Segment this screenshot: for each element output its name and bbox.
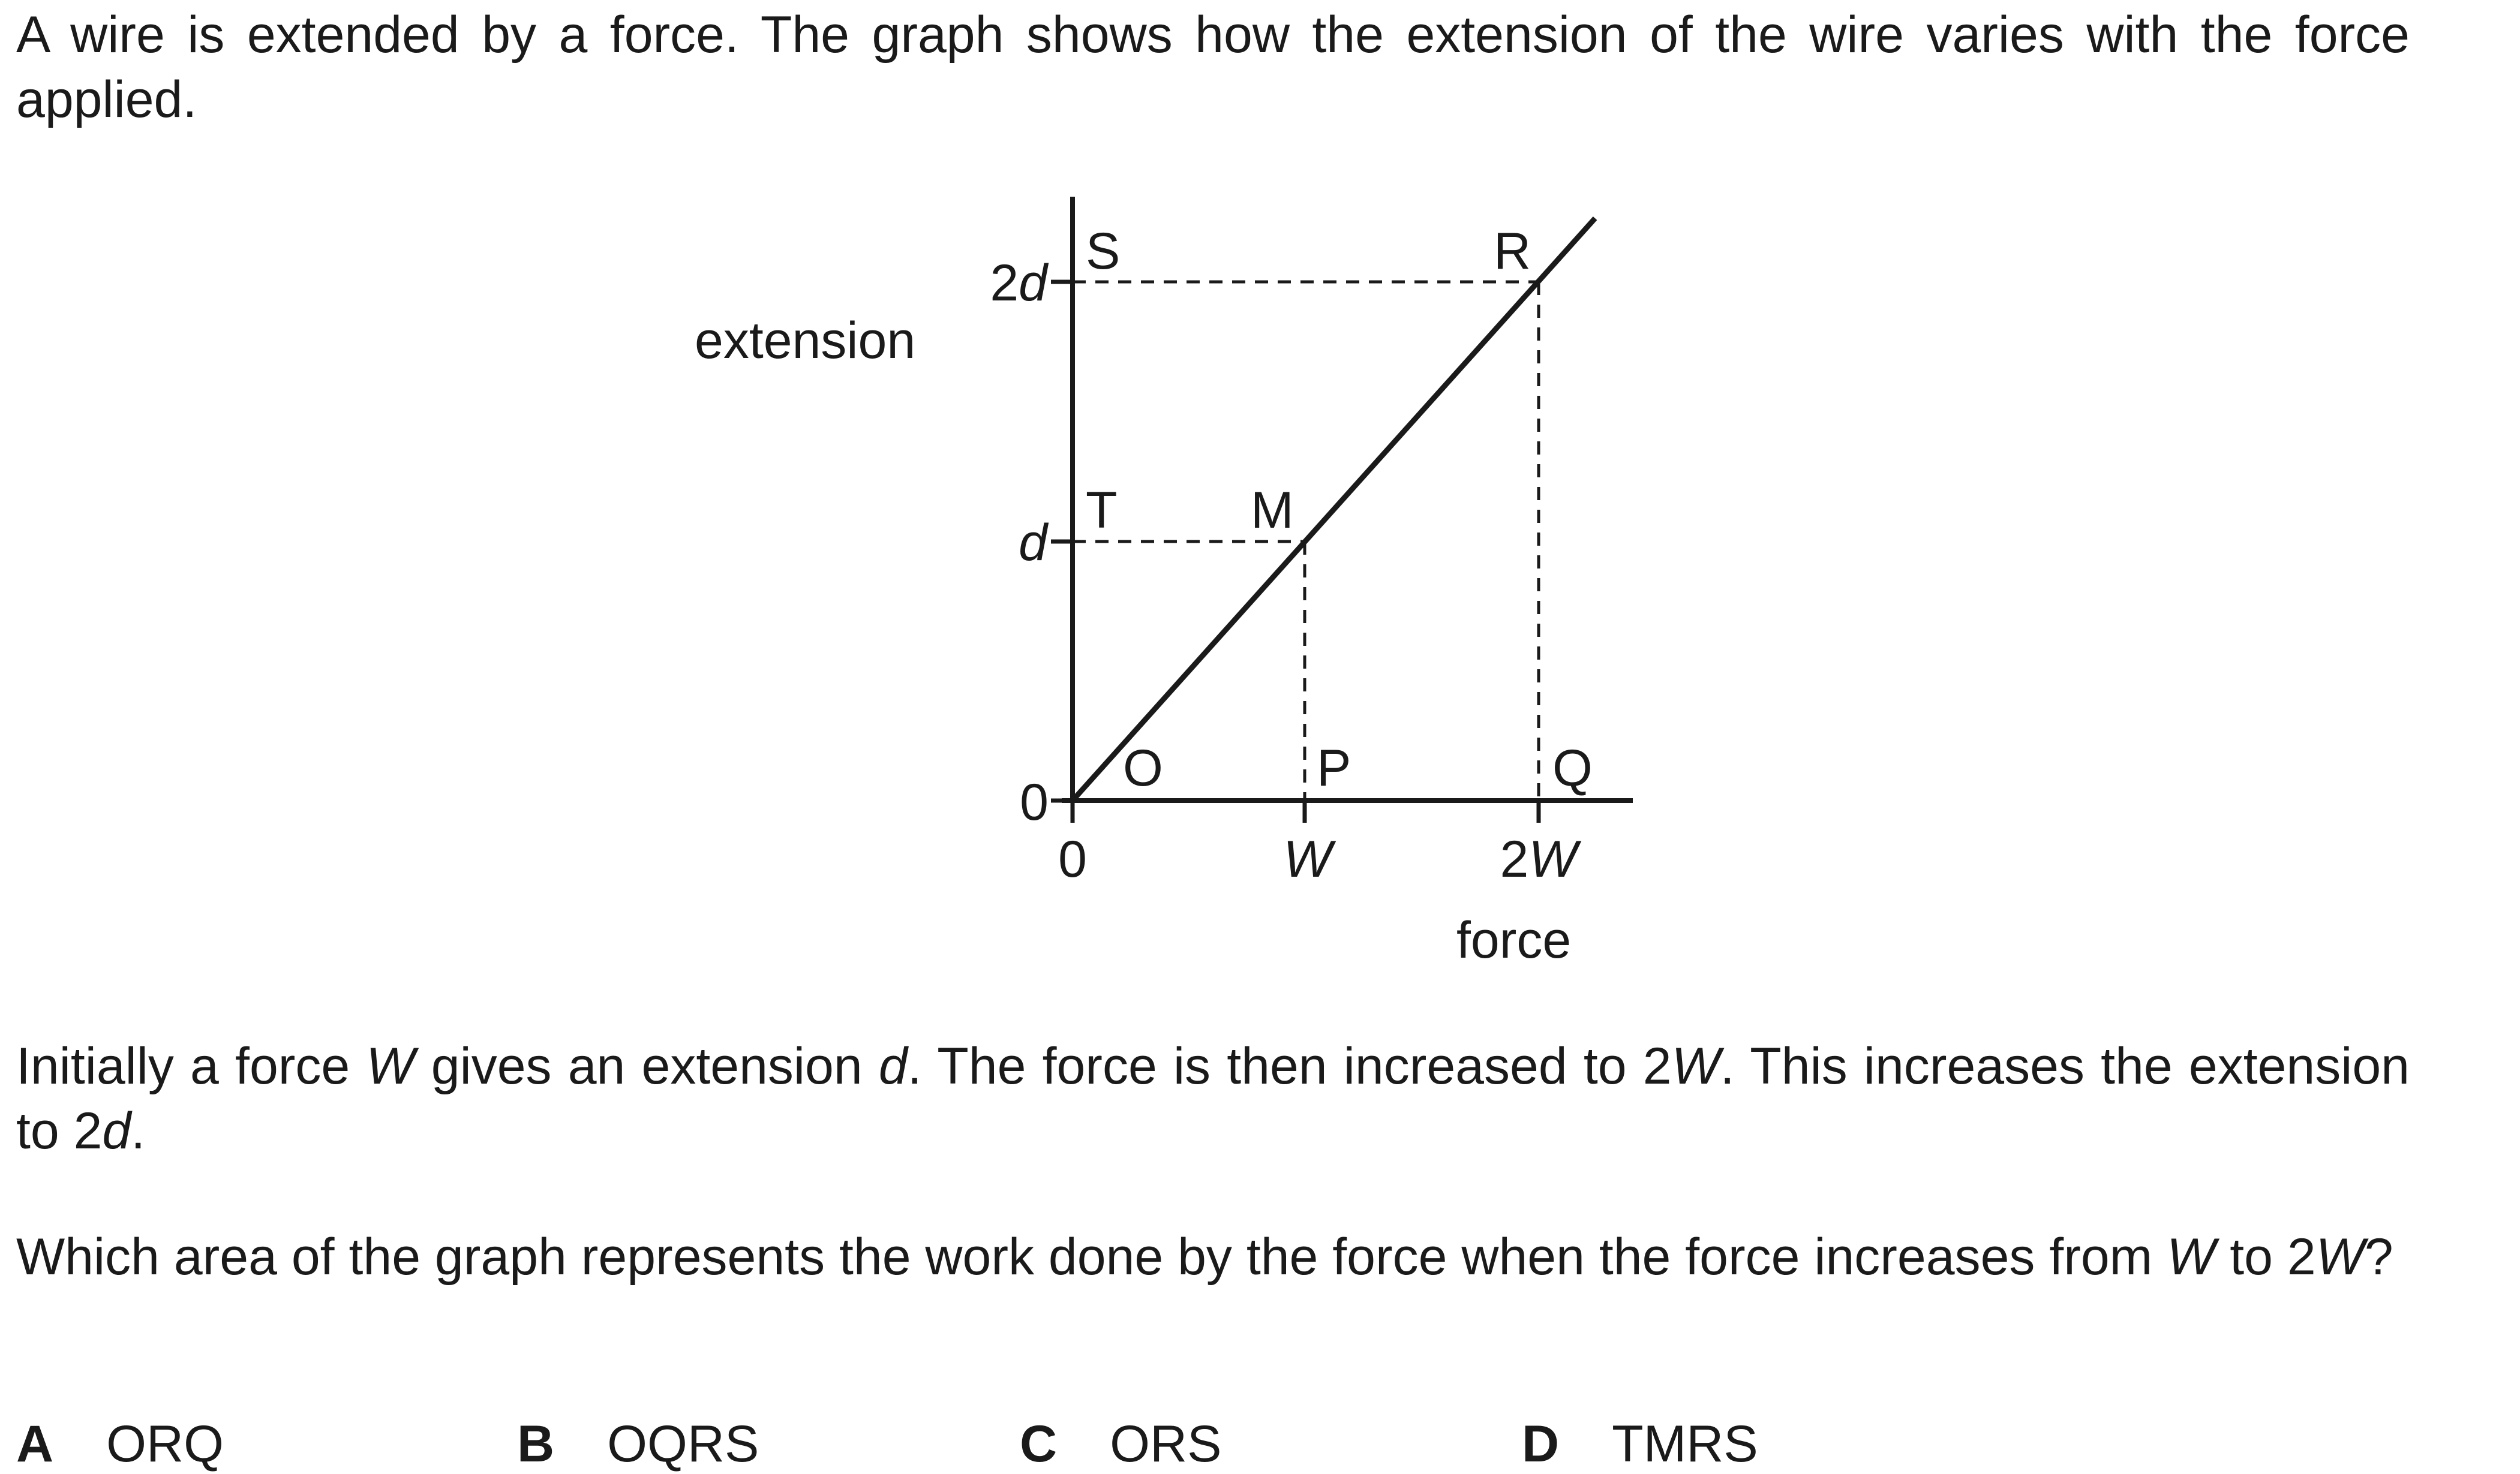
x-tick-label-2W-variable: W — [1528, 831, 1581, 888]
point-label-P: P — [1317, 739, 1351, 797]
x-tick-label-2W-number: 2 — [1500, 831, 1528, 888]
x-tick-label-0: 0 — [1058, 831, 1087, 888]
option-text: OQRS — [607, 1415, 759, 1473]
prompt-text-2: to 2 — [2215, 1228, 2316, 1286]
prompt-var-W: W — [2315, 1228, 2365, 1286]
option-c[interactable]: C ORS — [1020, 1414, 1221, 1474]
option-a[interactable]: A ORQ — [16, 1414, 224, 1474]
y-axis-label: extension — [695, 312, 915, 369]
y-tick-label-2d: 2d — [990, 254, 1049, 312]
option-text: TMRS — [1612, 1415, 1758, 1473]
point-label-M: M — [1251, 482, 1294, 539]
option-letter: C — [1020, 1415, 1058, 1473]
setup-text-5: . — [131, 1102, 146, 1160]
option-text: ORS — [1110, 1415, 1222, 1473]
setup-var-W: W — [1671, 1037, 1720, 1095]
option-text: ORQ — [106, 1415, 224, 1473]
extension-force-graph: extension force 0 d 2d 0 W 2W O P Q M R … — [695, 197, 1633, 969]
x-tick-label-2W: 2W — [1500, 831, 1581, 888]
point-label-Q: Q — [1552, 739, 1593, 797]
x-tick-label-W: W — [1283, 831, 1336, 888]
answer-options: A ORQ B OQRS C ORS D TMRS — [0, 1414, 2520, 1474]
option-b[interactable]: B OQRS — [517, 1414, 759, 1474]
point-label-R: R — [1494, 222, 1531, 280]
setup-text-2: gives an extension — [415, 1037, 879, 1095]
option-d[interactable]: D TMRS — [1522, 1414, 1758, 1474]
extension-force-line — [1070, 216, 1597, 803]
y-tick-label-0: 0 — [1020, 774, 1049, 831]
option-letter: B — [517, 1415, 555, 1473]
setup-text-3: . The force is then increased to 2 — [907, 1037, 1672, 1095]
option-letter: A — [16, 1415, 54, 1473]
point-label-O: O — [1123, 739, 1163, 797]
y-tick-label-d: d — [1019, 514, 1049, 571]
option-letter: D — [1522, 1415, 1560, 1473]
y-tick-label-2d-variable: d — [1019, 254, 1049, 312]
question-intro: A wire is extended by a force. The graph… — [16, 6, 2410, 128]
setup-var-d: d — [102, 1102, 131, 1160]
prompt-var-W: W — [2167, 1228, 2216, 1286]
point-label-T: T — [1086, 482, 1118, 539]
question-setup: Initially a force W gives an extension d… — [16, 1034, 2410, 1163]
y-tick-label-2d-number: 2 — [990, 254, 1019, 312]
question-prompt: Which area of the graph represents the w… — [16, 1225, 2410, 1289]
setup-text-1: Initially a force — [16, 1037, 367, 1095]
point-label-S: S — [1086, 222, 1120, 280]
prompt-text-3: ? — [2364, 1228, 2393, 1286]
prompt-text-1: Which area of the graph represents the w… — [16, 1228, 2167, 1286]
setup-text-4: . This increases the extension to 2 — [16, 1037, 2410, 1160]
setup-var-W: W — [366, 1037, 415, 1095]
x-axis-label: force — [1456, 912, 1571, 969]
setup-var-d: d — [878, 1037, 908, 1095]
